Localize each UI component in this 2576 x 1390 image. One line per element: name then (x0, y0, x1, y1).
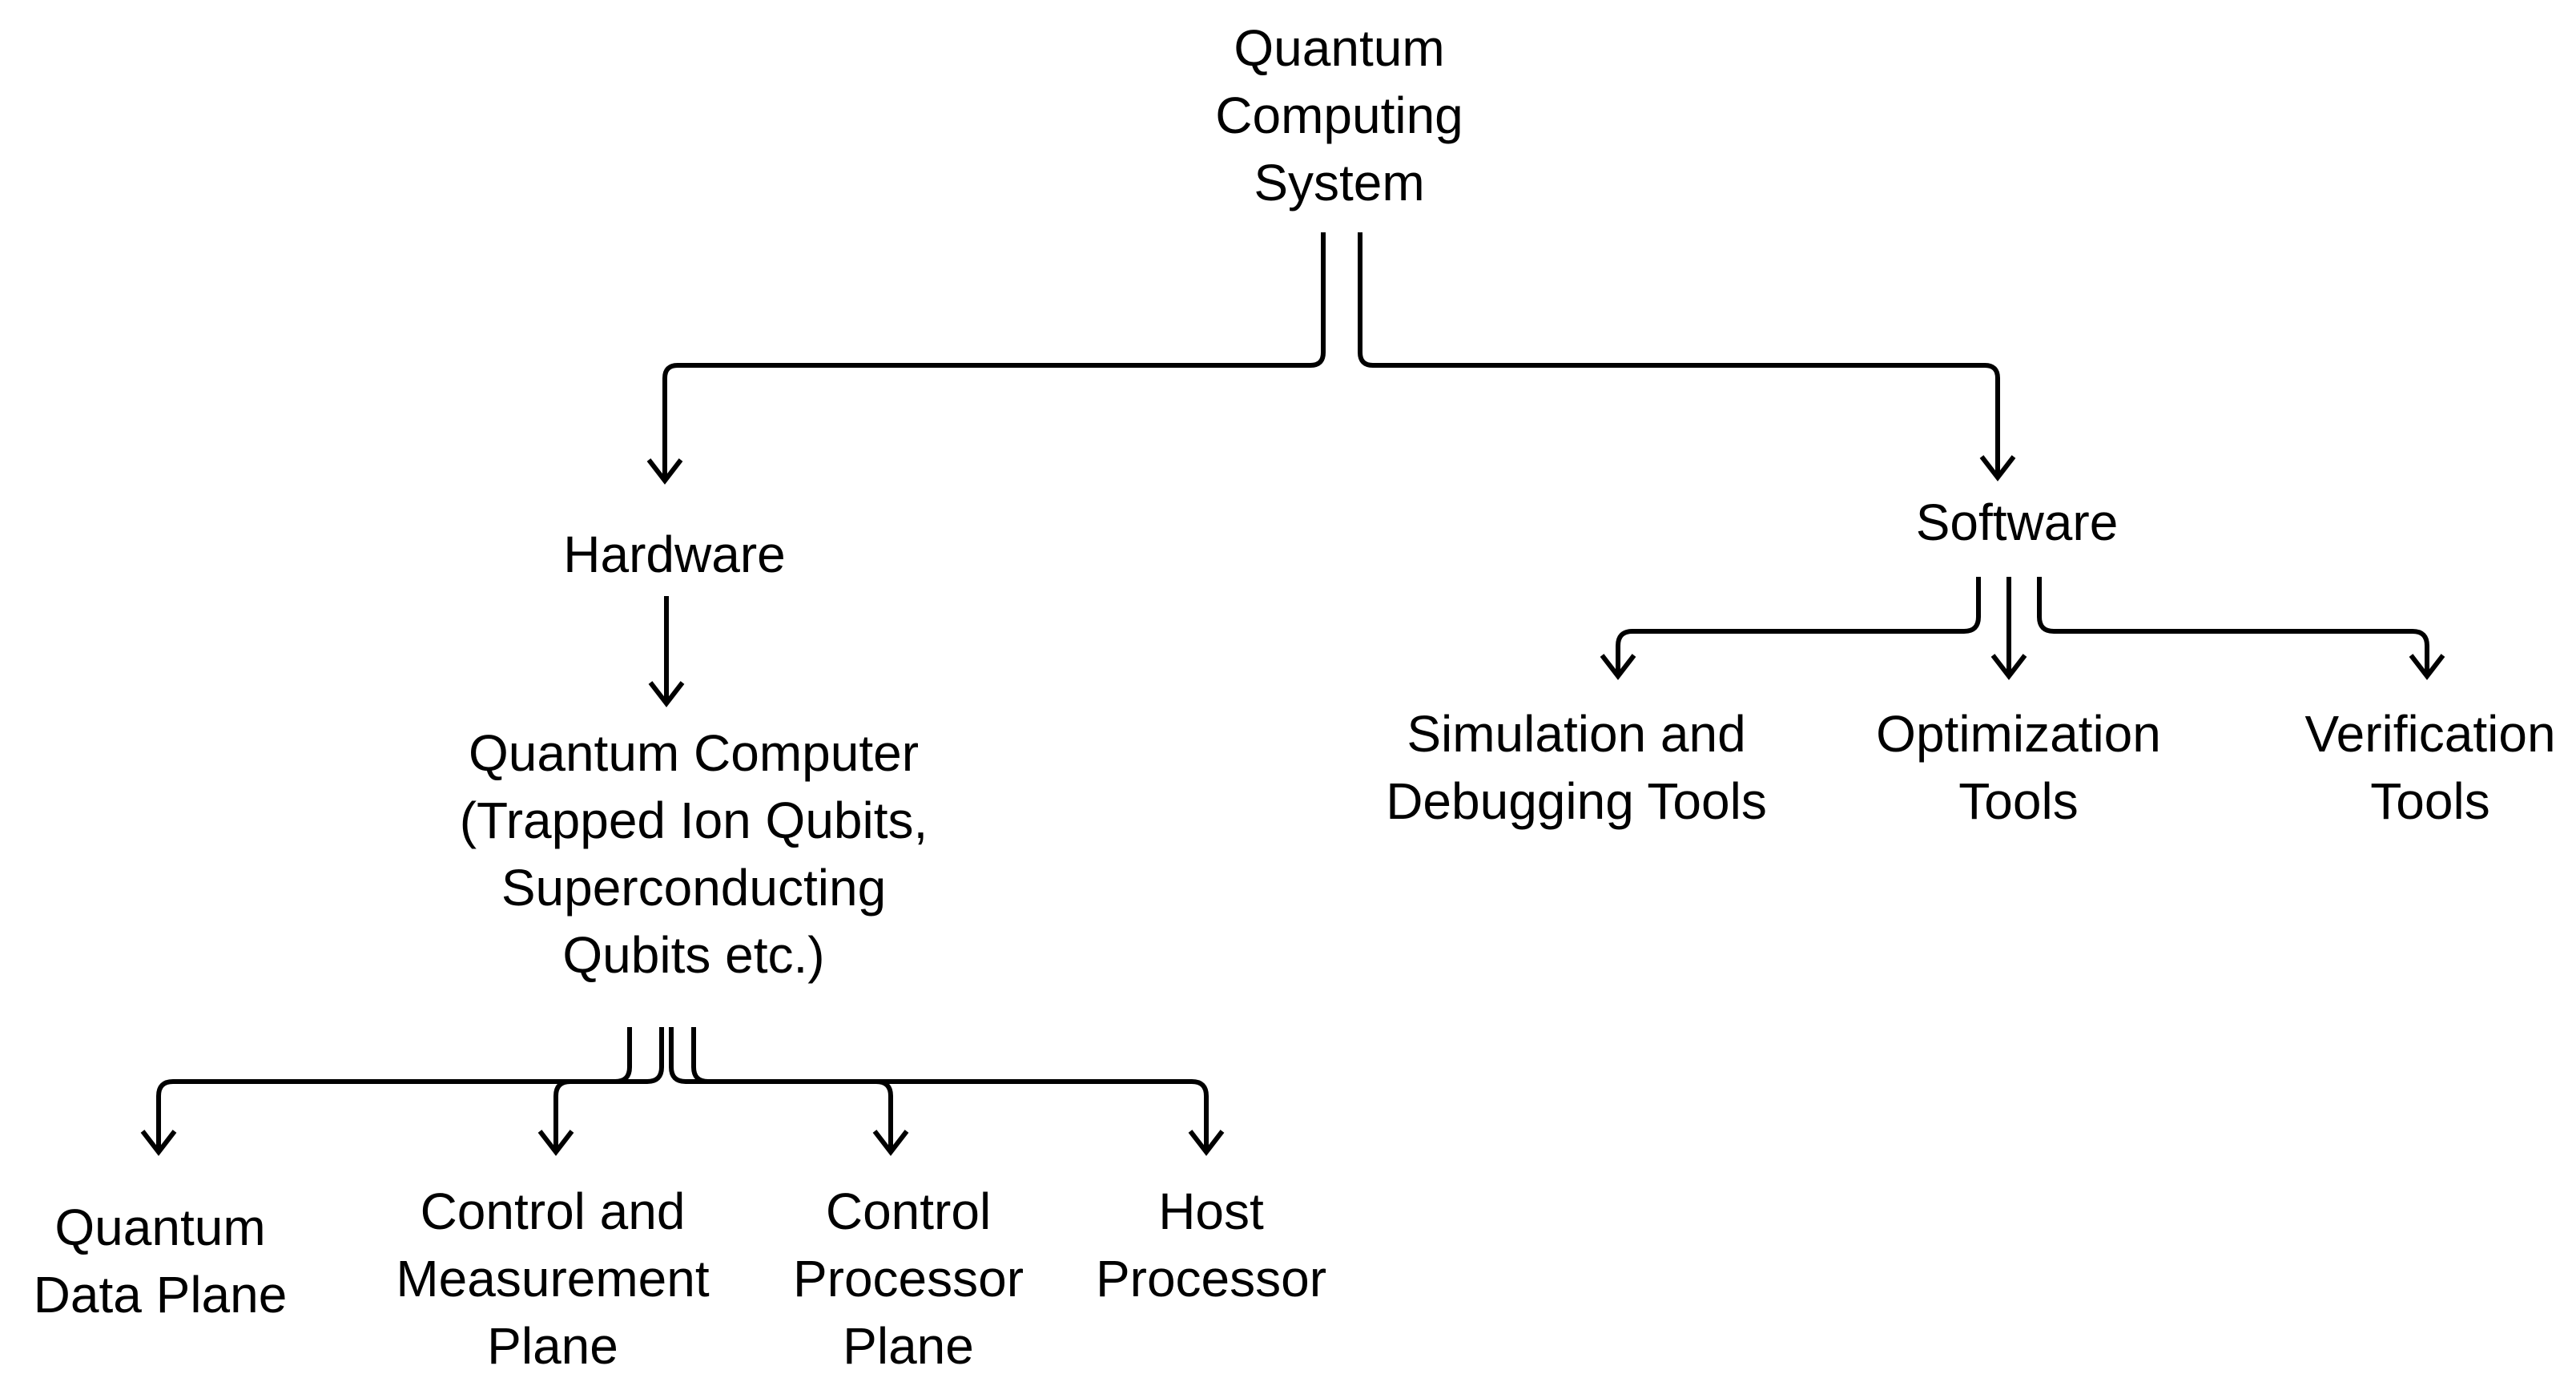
node-quantum-computer: Quantum Computer (Trapped Ion Qubits, Su… (460, 719, 928, 989)
node-line: Data Plane (33, 1266, 288, 1324)
arrowhead-software-to-simulation (1600, 654, 1636, 680)
node-line: Quantum Computer (468, 724, 920, 782)
node-line: Quantum (54, 1199, 266, 1256)
arrow-software-to-simulation (1616, 577, 1981, 675)
node-line: Verification (2304, 705, 2556, 763)
arrowhead-qc-to-control-processor (872, 1130, 909, 1156)
arrowhead-qc-to-quantum-data-plane (140, 1130, 177, 1156)
node-line: Computing (1215, 87, 1463, 144)
arrowhead-root-to-hardware (646, 458, 683, 485)
arrowhead-software-to-optimization (1990, 654, 2027, 680)
node-hardware: Hardware (563, 521, 785, 588)
arrow-software-to-verification (2037, 577, 2429, 675)
node-line: Qubits etc.) (562, 926, 825, 984)
node-verification-tools: Verification Tools (2304, 700, 2555, 835)
node-quantum-data-plane: Quantum Data Plane (34, 1194, 288, 1328)
node-line: Superconducting (501, 859, 887, 917)
node-line: Simulation and (1407, 705, 1746, 763)
node-line: Quantum (1234, 19, 1445, 77)
arrow-root-to-hardware (662, 232, 1326, 479)
node-simulation-and-debugging-tools: Simulation and Debugging Tools (1386, 700, 1767, 835)
node-line: Tools (2370, 772, 2490, 830)
node-control-processor-plane: Control Processor Plane (793, 1178, 1024, 1380)
arrowhead-software-to-verification (2409, 654, 2445, 680)
node-line: Tools (1958, 772, 2079, 830)
node-line: Plane (843, 1317, 974, 1375)
node-line: Debugging Tools (1386, 772, 1767, 830)
node-line: Processor (1095, 1250, 1327, 1307)
node-control-and-measurement-plane: Control and Measurement Plane (396, 1178, 709, 1380)
node-line: Optimization (1876, 705, 2161, 763)
node-line: Processor (792, 1250, 1024, 1307)
arrow-root-to-software (1358, 232, 2000, 476)
node-host-processor: Host Processor (1096, 1178, 1326, 1312)
node-line: Hardware (563, 526, 786, 583)
node-line: Control (825, 1183, 992, 1240)
arrowhead-root-to-software (1979, 455, 2016, 481)
arrow-qc-to-control-measurement (553, 1027, 664, 1150)
node-software: Software (1916, 489, 2119, 556)
arrowhead-qc-to-host-processor (1188, 1130, 1225, 1156)
arrow-qc-to-control-processor (669, 1027, 893, 1150)
node-line: Measurement (396, 1250, 710, 1307)
arrow-qc-to-quantum-data-plane (156, 1027, 632, 1150)
node-line: Plane (487, 1317, 618, 1375)
node-line: (Trapped Ion Qubits, (459, 792, 928, 849)
node-quantum-computing-system: Quantum Computing System (1215, 14, 1463, 216)
node-optimization-tools: Optimization Tools (1876, 700, 2161, 835)
node-line: Control and (420, 1183, 686, 1240)
arrow-qc-to-host-processor (691, 1027, 1209, 1150)
arrowhead-hardware-to-quantum-computer (648, 681, 685, 707)
node-line: Software (1915, 494, 2119, 551)
node-line: System (1254, 154, 1425, 212)
node-line: Host (1158, 1183, 1264, 1240)
arrowhead-qc-to-control-measurement (537, 1130, 574, 1156)
